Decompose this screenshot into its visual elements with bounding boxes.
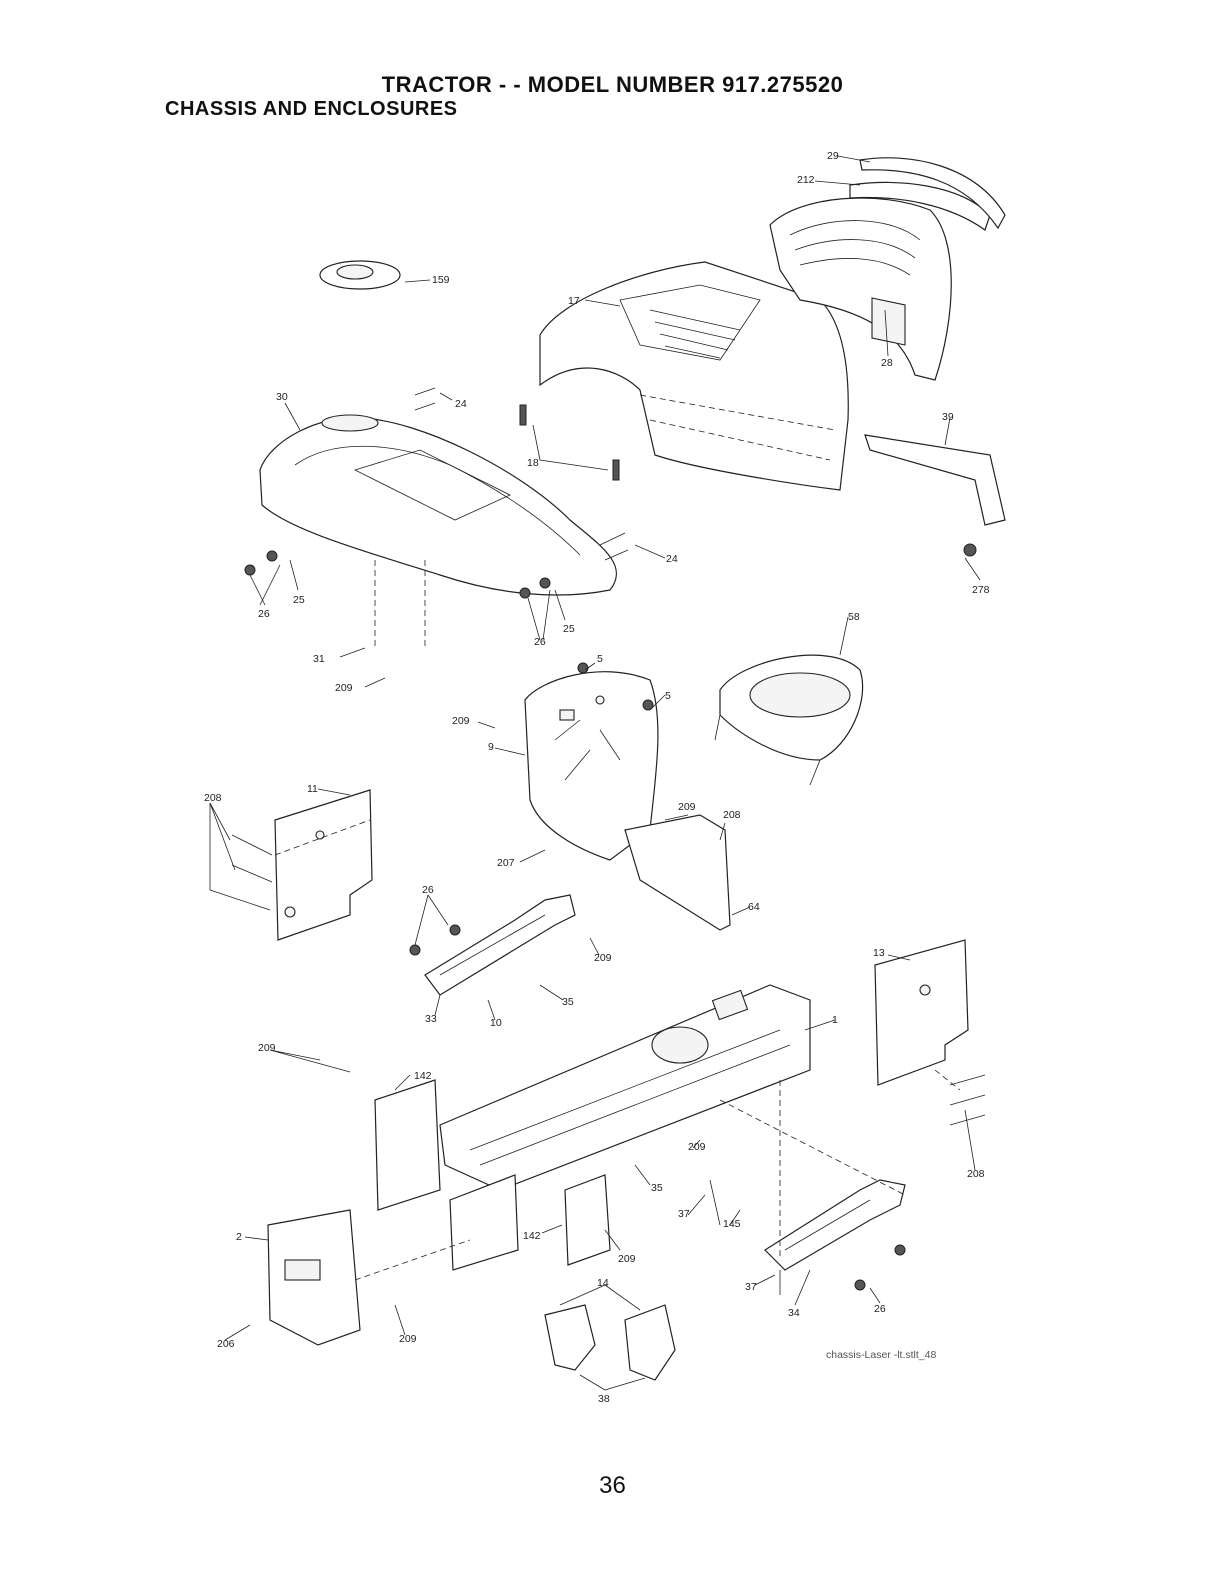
part-label: 38 <box>598 1393 610 1405</box>
part-label: 1 <box>832 1014 838 1026</box>
part-label: 24 <box>455 398 467 410</box>
part-label: 35 <box>651 1182 663 1194</box>
part-label: 25 <box>563 623 575 635</box>
part-label: 208 <box>723 809 741 821</box>
part-label: 25 <box>293 594 305 606</box>
part-label: 206 <box>217 1338 235 1350</box>
diagram-caption: chassis-Laser -lt.stlt_48 <box>826 1349 936 1361</box>
part-label: 64 <box>748 901 760 913</box>
part-label: 142 <box>414 1070 432 1082</box>
part-label: 26 <box>534 636 546 648</box>
heat-shield <box>625 815 730 930</box>
part-label: 5 <box>665 690 671 702</box>
part-label: 209 <box>258 1042 276 1054</box>
part-label: 159 <box>432 274 450 286</box>
footrest-right <box>765 1180 905 1270</box>
part-label: 37 <box>678 1208 690 1220</box>
page-number: 36 <box>0 1472 1225 1500</box>
part-label: 34 <box>788 1307 800 1319</box>
part-label: 209 <box>678 801 696 813</box>
part-label: 5 <box>597 653 603 665</box>
part-label: 17 <box>568 295 580 307</box>
part-label: 278 <box>972 584 990 596</box>
front-bracket <box>268 1210 360 1345</box>
axle-bracket-right <box>625 1305 675 1380</box>
part-label: 30 <box>276 391 288 403</box>
part-label: 209 <box>335 682 353 694</box>
part-label: 39 <box>942 411 954 423</box>
part-label: 26 <box>422 884 434 896</box>
main-frame <box>440 985 810 1190</box>
part-label: 208 <box>967 1168 985 1180</box>
part-label: 209 <box>594 952 612 964</box>
part-label: 9 <box>488 741 494 753</box>
part-label: 209 <box>399 1333 417 1345</box>
part-label: 208 <box>204 792 222 804</box>
side-panel-left <box>275 790 372 940</box>
part-label: 145 <box>723 1218 741 1230</box>
part-label: 209 <box>688 1141 706 1153</box>
part-label: 26 <box>258 608 270 620</box>
fuel-cap <box>320 261 400 289</box>
axle-bracket-left <box>545 1305 595 1370</box>
part-label: 207 <box>497 857 515 869</box>
part-label: 142 <box>523 1230 541 1242</box>
part-label: 28 <box>881 357 893 369</box>
part-label: 11 <box>307 783 318 795</box>
part-label: 31 <box>313 653 325 665</box>
bracket-39 <box>865 435 1005 525</box>
part-label: 18 <box>527 457 539 469</box>
part-label: 14 <box>597 1277 609 1289</box>
part-label: 37 <box>745 1281 757 1293</box>
bracket-142-right <box>450 1175 610 1270</box>
part-label: 24 <box>666 553 678 565</box>
battery-tray <box>715 655 863 785</box>
side-panel-right <box>875 940 968 1085</box>
footrest-left <box>425 895 575 995</box>
part-label: 29 <box>827 150 839 162</box>
part-label: 10 <box>490 1017 502 1029</box>
fender <box>260 415 616 595</box>
part-label: 58 <box>848 611 860 623</box>
part-label: 209 <box>618 1253 636 1265</box>
part-label: 212 <box>797 174 815 186</box>
part-label: 209 <box>452 715 470 727</box>
part-label: 26 <box>874 1303 886 1315</box>
part-label: 13 <box>873 947 885 959</box>
part-label: 2 <box>236 1231 242 1243</box>
part-label: 33 <box>425 1013 437 1025</box>
part-label: 35 <box>562 996 574 1008</box>
bracket-142-left <box>375 1080 440 1210</box>
